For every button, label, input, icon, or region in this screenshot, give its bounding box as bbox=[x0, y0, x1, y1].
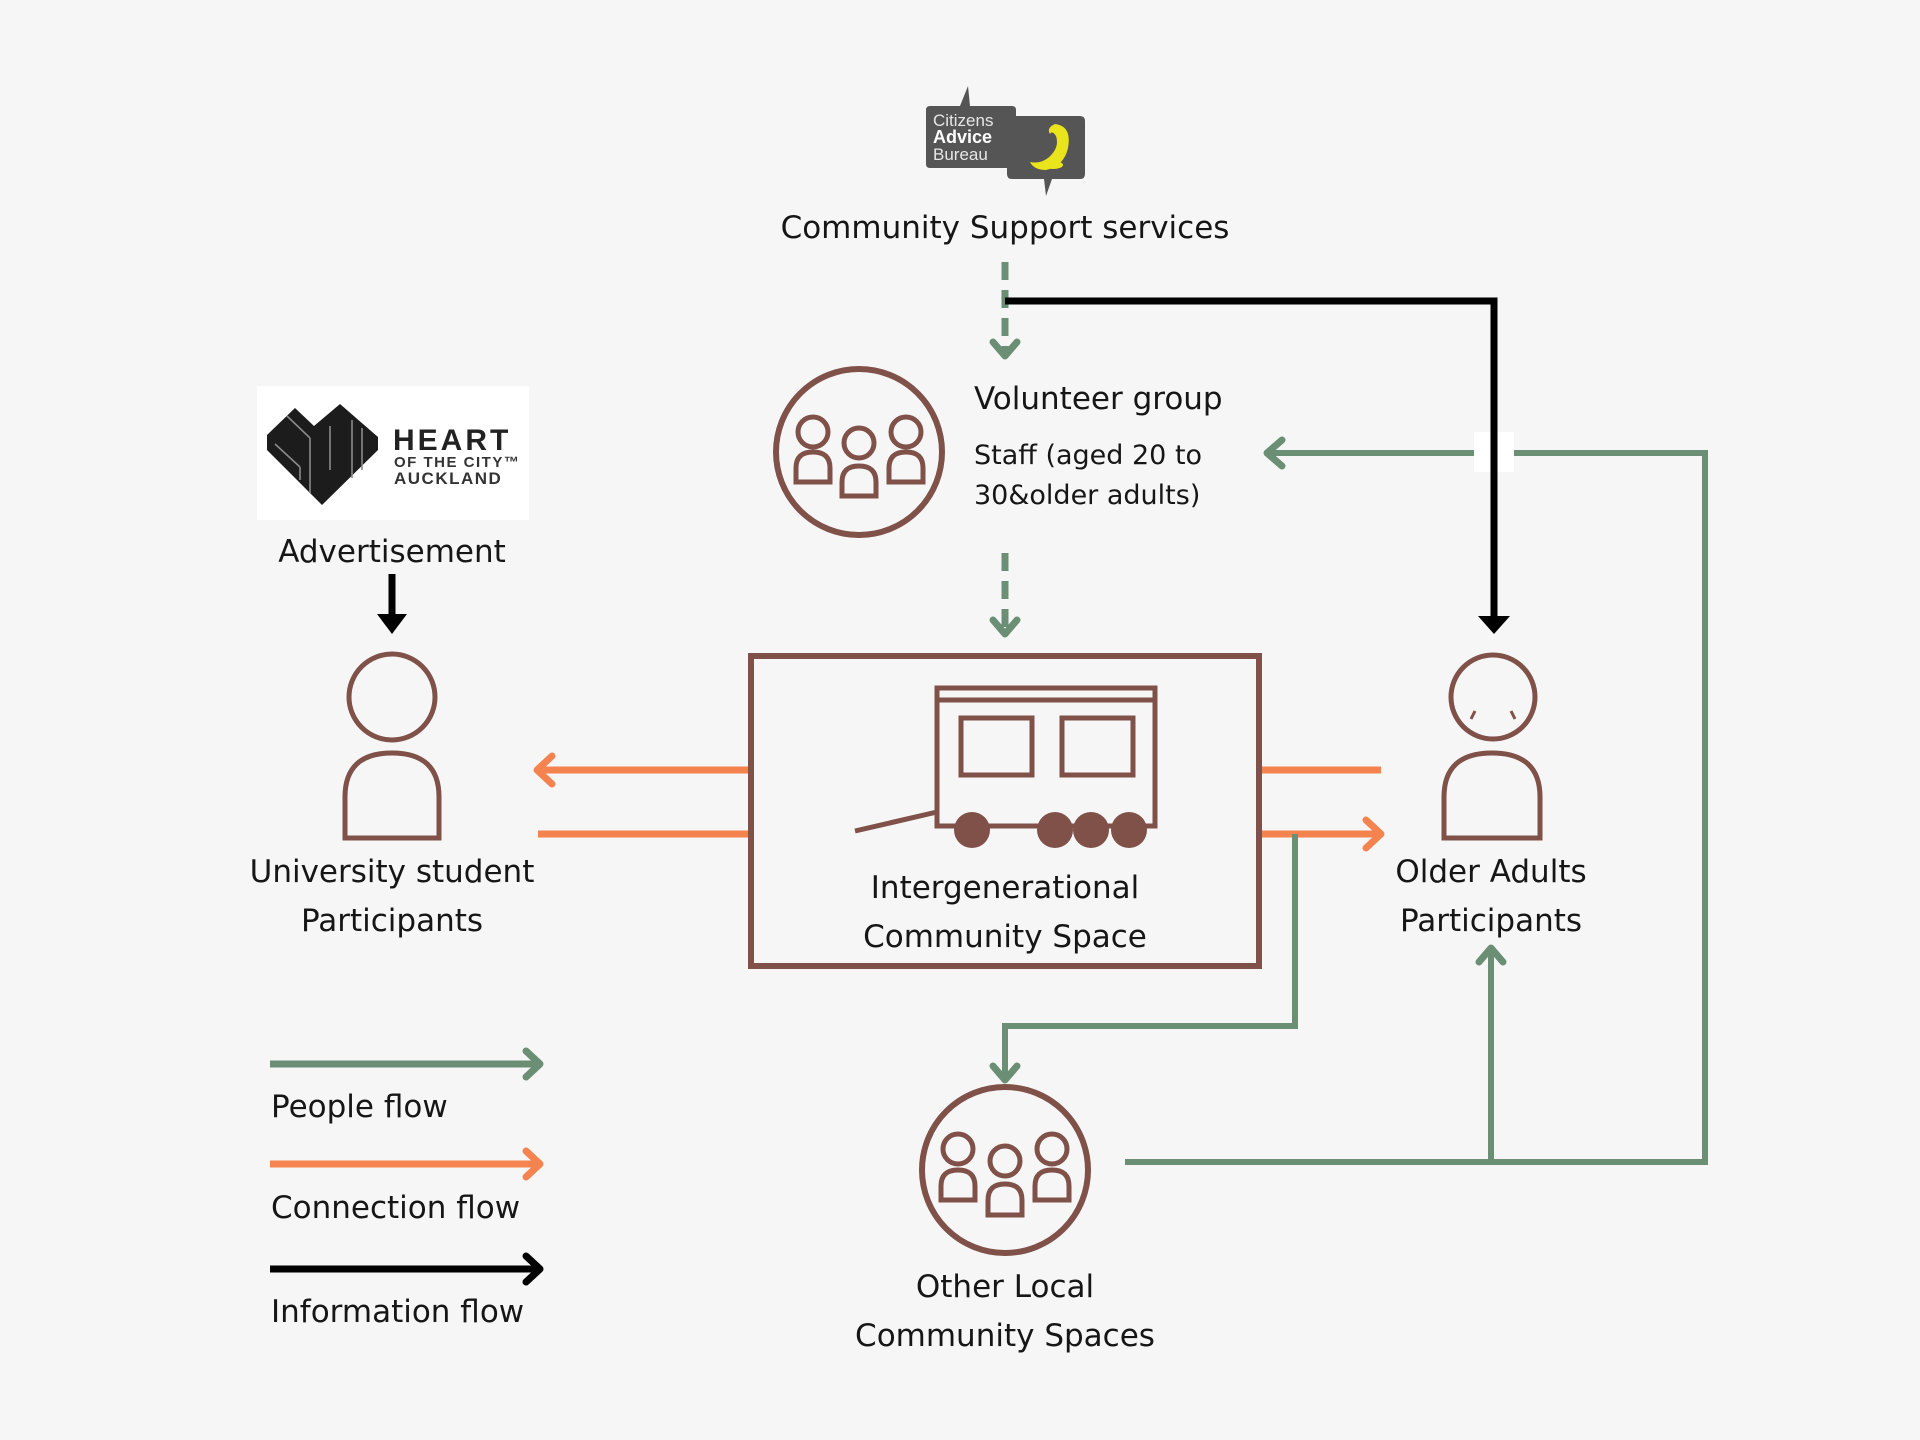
volunteer-group-desc-line2: 30&older adults) bbox=[974, 480, 1200, 511]
arrowhead-space-to-other-spaces bbox=[989, 1062, 1021, 1084]
other-spaces-label-line1: Other Local bbox=[916, 1269, 1094, 1305]
community-support-label: Community Support services bbox=[781, 210, 1230, 246]
edge-support-to-older-adults bbox=[1005, 297, 1498, 620]
volunteer-group-title: Volunteer group bbox=[974, 381, 1223, 417]
arrowhead-other-spaces-to-volunteer bbox=[1263, 436, 1286, 470]
volunteer-group-icon bbox=[773, 366, 945, 538]
intergenerational-space-label-line1: Intergenerational bbox=[871, 870, 1139, 906]
trailer-icon bbox=[854, 685, 1158, 848]
university-student-label-line1: University student bbox=[250, 854, 535, 890]
heart-logo-line3: AUCKLAND bbox=[394, 469, 502, 488]
cab-logo-line1: Citizens bbox=[933, 111, 993, 130]
arrowhead-space-to-students bbox=[533, 752, 556, 788]
legend-item-information-flow: Information flow bbox=[270, 1252, 544, 1330]
citizens-advice-bureau-logo: Citizens Advice Bureau bbox=[926, 86, 1085, 196]
arrowhead-support-to-volunteer bbox=[989, 338, 1021, 360]
heart-of-the-city-logo: HEART OF THE CITY™ AUCKLAND bbox=[257, 386, 529, 520]
legend-item-people-flow: People flow bbox=[270, 1047, 544, 1125]
other-spaces-icon bbox=[919, 1084, 1091, 1256]
legend-arrowhead-connection bbox=[522, 1147, 544, 1181]
arrowhead-support-to-older-adults bbox=[1478, 616, 1510, 634]
cab-logo-line3: Bureau bbox=[933, 145, 988, 164]
older-adults-label-line1: Older Adults bbox=[1395, 854, 1586, 890]
arrowhead-other-spaces-to-older-adults bbox=[1475, 944, 1507, 966]
intergenerational-space-label-line2: Community Space bbox=[863, 919, 1147, 955]
arrowhead-volunteer-to-space bbox=[989, 616, 1021, 638]
advertisement-label: Advertisement bbox=[278, 534, 506, 570]
fish-hook-icon bbox=[1030, 124, 1069, 170]
legend-item-connection-flow: Connection flow bbox=[270, 1147, 544, 1226]
university-student-icon bbox=[342, 651, 442, 841]
legend-arrowhead-people bbox=[522, 1047, 544, 1081]
edge-other-spaces-to-volunteer bbox=[1125, 450, 1708, 1165]
intergenerational-space-box bbox=[748, 653, 1262, 969]
university-student-label-line2: Participants bbox=[301, 903, 483, 939]
arrowhead-space-to-older-adults bbox=[1362, 816, 1385, 852]
edge-space-to-other-spaces bbox=[1002, 834, 1298, 1080]
other-spaces-label-line2: Community Spaces bbox=[855, 1318, 1155, 1354]
legend-label-connection: Connection flow bbox=[271, 1190, 520, 1226]
arrowhead-advertisement-to-students bbox=[377, 614, 407, 634]
older-adults-label-line2: Participants bbox=[1400, 903, 1582, 939]
legend-label-people: People flow bbox=[271, 1089, 448, 1125]
volunteer-group-desc-line1: Staff (aged 20 to bbox=[974, 440, 1202, 471]
legend-arrowhead-information bbox=[522, 1252, 544, 1286]
cab-logo-line2: Advice bbox=[933, 127, 992, 147]
older-adult-icon bbox=[1441, 652, 1543, 841]
heart-buildings-icon bbox=[267, 404, 378, 505]
heart-logo-line1: HEART bbox=[393, 424, 511, 457]
legend: People flow Connection flow Information … bbox=[270, 1047, 544, 1330]
legend-label-information: Information flow bbox=[271, 1294, 524, 1330]
heart-logo-line2: OF THE CITY™ bbox=[394, 454, 520, 471]
